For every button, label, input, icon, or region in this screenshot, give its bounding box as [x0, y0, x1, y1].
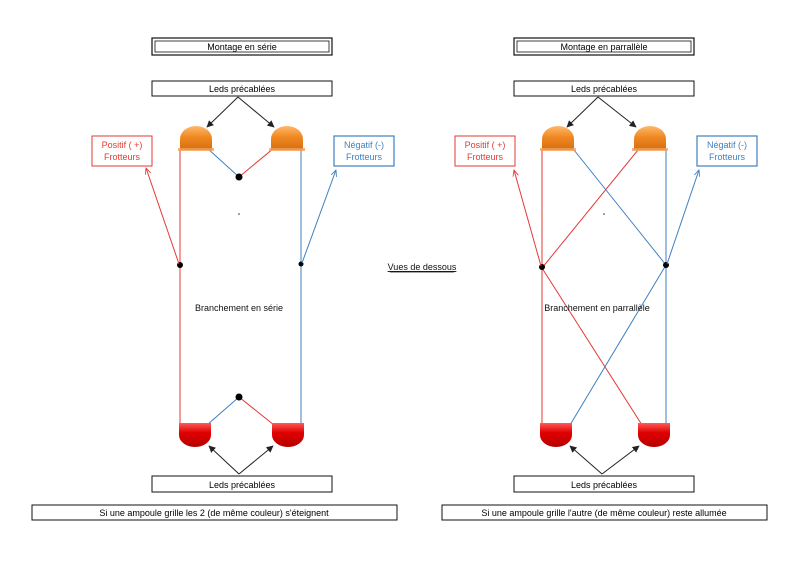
parallel-center-text: Branchement en parrallèle — [544, 303, 650, 313]
cross-wire — [569, 264, 667, 426]
arrow-to-led — [206, 96, 239, 128]
junction-dot — [663, 262, 669, 268]
center-mark — [603, 213, 605, 215]
positive-arrow — [514, 170, 542, 267]
negative-label-sub: Frotteurs — [709, 152, 746, 162]
parallel-note-box: Si une ampoule grille l'autre (de même c… — [441, 504, 768, 521]
led-bottom-right — [272, 423, 304, 447]
led-top-right — [632, 126, 668, 151]
parallel-panel: Montage en parrallèle Leds précablées — [441, 37, 768, 521]
positive-arrow — [146, 168, 180, 265]
parallel-note: Si une ampoule grille l'autre (de même c… — [481, 508, 726, 518]
series-negative-box: Négatif (-) Frotteurs — [333, 135, 395, 167]
series-panel: Montage en série Leds précablées — [31, 37, 398, 521]
arrow-to-led — [237, 96, 275, 128]
arrow-to-led — [597, 96, 637, 128]
junction-dot — [235, 393, 243, 401]
series-leds-bottom-box: Leds précablées — [151, 475, 333, 493]
series-link-wire — [206, 147, 240, 178]
parallel-leds-bottom-label: Leds précablées — [571, 480, 638, 490]
series-leds-top-label: Leds précablées — [209, 84, 276, 94]
parallel-title-box: Montage en parrallèle — [513, 37, 695, 56]
series-leds-top-box: Leds précablées — [151, 80, 333, 97]
led-bottom-left — [540, 423, 572, 447]
positive-label-sub: Frotteurs — [467, 152, 504, 162]
parallel-leds-bottom-box: Leds précablées — [513, 475, 695, 493]
arrow-to-led — [238, 445, 274, 475]
led-top-right — [269, 126, 305, 151]
series-note-box: Si une ampoule grille les 2 (de même cou… — [31, 504, 398, 521]
arrow-to-led — [569, 445, 603, 475]
series-link-wire — [238, 147, 275, 178]
series-link-wire — [238, 396, 275, 426]
center-mark — [238, 213, 240, 215]
positive-label: Positif ( +) — [465, 140, 506, 150]
cross-wire — [541, 267, 643, 426]
arrow-to-led — [601, 445, 640, 475]
series-title: Montage en série — [207, 42, 277, 52]
negative-label-sub: Frotteurs — [346, 152, 383, 162]
bottom-view-label: Vues de dessous — [388, 262, 457, 272]
led-top-left — [178, 126, 214, 151]
arrow-to-led — [208, 445, 240, 475]
series-link-wire — [206, 396, 240, 426]
parallel-leds-top-label: Leds précablées — [571, 84, 638, 94]
positive-label: Positif ( +) — [102, 140, 143, 150]
series-leds-bottom-label: Leds précablées — [209, 480, 276, 490]
junction-dot — [539, 264, 545, 270]
junction-dot — [235, 173, 243, 181]
parallel-positive-box: Positif ( +) Frotteurs — [454, 135, 516, 167]
led-top-left — [540, 126, 576, 151]
led-bottom-right — [638, 423, 670, 447]
negative-label: Négatif (-) — [344, 140, 384, 150]
series-title-box: Montage en série — [151, 37, 333, 56]
led-bottom-left — [179, 423, 211, 447]
cross-wire — [573, 149, 667, 266]
negative-arrow — [666, 170, 699, 265]
series-note: Si une ampoule grille les 2 (de même cou… — [99, 508, 329, 518]
series-center-text: Branchement en série — [195, 303, 283, 313]
parallel-title: Montage en parrallèle — [560, 42, 647, 52]
cross-wire — [541, 149, 639, 269]
arrow-to-led — [566, 96, 599, 128]
parallel-negative-box: Négatif (-) Frotteurs — [696, 135, 758, 167]
positive-label-sub: Frotteurs — [104, 152, 141, 162]
parallel-leds-top-box: Leds précablées — [513, 80, 695, 97]
negative-label: Négatif (-) — [707, 140, 747, 150]
negative-arrow — [301, 170, 336, 264]
series-positive-box: Positif ( +) Frotteurs — [91, 135, 153, 167]
junction-dot — [177, 262, 183, 268]
